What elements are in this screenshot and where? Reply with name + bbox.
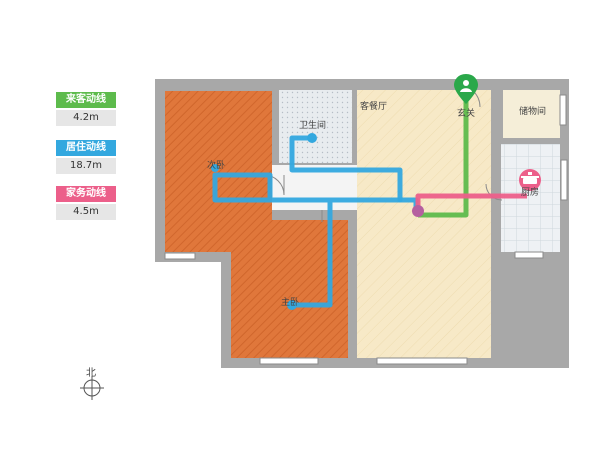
- compass-north-label: 北: [86, 367, 96, 379]
- bathroom-route-path: [289, 135, 403, 203]
- master-route-end: [287, 300, 297, 310]
- person-pin-icon: [454, 74, 478, 104]
- legend-living: 居住动线 18.7m: [56, 140, 116, 174]
- label-bathroom: 卫生间: [299, 119, 326, 131]
- bathroom-route-end: [307, 133, 317, 143]
- living-dining-floor: [357, 90, 491, 358]
- label-kitchen: 厨房: [521, 186, 539, 198]
- label-second-bedroom: 次卧: [207, 159, 225, 171]
- storage-floor: [503, 90, 560, 138]
- cooking-pot-icon: [519, 169, 541, 191]
- label-master-bedroom: 主卧: [281, 296, 299, 308]
- north-compass-icon: [80, 376, 104, 400]
- legend-living-label: 居住动线: [56, 140, 116, 156]
- windows: [164, 94, 568, 365]
- legend-living-value: 18.7m: [56, 158, 116, 174]
- living-route-path: [212, 172, 419, 308]
- legend-guest-label: 来客动线: [56, 92, 116, 108]
- label-living-dining: 客餐厅: [360, 100, 387, 112]
- legend-chores-value: 4.5m: [56, 204, 116, 220]
- legend-guest: 来客动线 4.2m: [56, 92, 116, 126]
- guest-route-path: [418, 95, 469, 218]
- legend-chores-label: 家务动线: [56, 186, 116, 202]
- label-storage: 储物间: [519, 105, 546, 117]
- legend-chores: 家务动线 4.5m: [56, 186, 116, 220]
- second-route-end: [211, 164, 219, 172]
- label-entrance: 玄关: [457, 107, 475, 119]
- route-junction: [412, 205, 424, 217]
- legend-guest-value: 4.2m: [56, 110, 116, 126]
